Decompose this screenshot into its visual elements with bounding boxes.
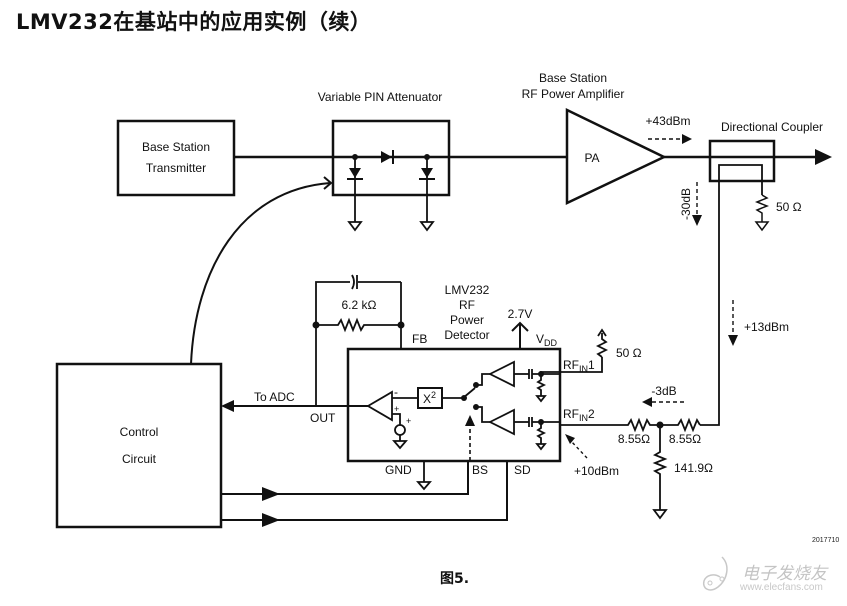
bs-pin-label: BS <box>472 463 488 477</box>
page-title: LMV232在基站中的应用实例（续） <box>16 10 372 34</box>
output-opamp <box>366 390 393 422</box>
coupled-line <box>700 300 720 426</box>
opamp-plus-label: + <box>394 404 399 414</box>
sd-pin-label: SD <box>514 463 531 477</box>
gnd-pin-label: GND <box>385 463 412 477</box>
coupler-termination-resistor <box>754 194 770 222</box>
sd-arrow <box>262 513 280 527</box>
feedback-resistor <box>316 317 401 333</box>
transmitter-block <box>116 119 236 197</box>
coupling-label: -30dB <box>679 188 693 220</box>
feedback-resistor-label: 6.2 kΩ <box>342 298 377 312</box>
control-block <box>55 362 223 529</box>
feedback-capacitor <box>351 274 355 290</box>
pad-ground-icon <box>652 509 668 520</box>
pa-label-2: RF Power Amplifier <box>522 87 625 101</box>
pad-loss-label: -3dB <box>651 384 676 398</box>
control-label-1: Control <box>120 425 159 439</box>
detector-input-arrow <box>570 440 588 459</box>
fb-pin-label: FB <box>412 332 427 346</box>
coupler-termination-label: 50 Ω <box>776 200 802 214</box>
watermark-logo-icon <box>702 556 728 591</box>
figure-caption: 图5. <box>440 571 470 587</box>
sd-line <box>221 461 508 521</box>
rfin2-pin-label: RFIN2 <box>563 407 595 423</box>
watermark: 电子发烧友 www.elecfans.com <box>700 555 845 600</box>
pa-symbol: PA <box>584 151 599 165</box>
to-adc-label: To ADC <box>254 390 295 404</box>
rfin2-buffer <box>487 408 515 436</box>
rfin1-pin-label: RFIN1 <box>563 358 595 374</box>
rfin1-termination-label: 50 Ω <box>616 346 642 360</box>
pad-shunt-resistor <box>652 425 668 510</box>
to-adc-arrow <box>221 400 234 412</box>
attenuator-control-line <box>190 182 331 365</box>
ground-icon <box>419 221 435 232</box>
detector-label-1: LMV232 <box>445 283 490 297</box>
figure-id: 2017710 <box>812 537 840 544</box>
feedback-cap-line <box>315 281 350 325</box>
pa-output-power: +43dBm <box>645 114 690 128</box>
bs-arrow <box>262 487 280 501</box>
reference-plus-label: + <box>406 416 411 426</box>
out-pin-label: OUT <box>310 411 336 425</box>
pad-series-1-label: 8.55Ω <box>618 432 650 446</box>
series-diode-icon <box>381 151 392 163</box>
coupler-ground-icon <box>754 221 770 232</box>
supply-label: 2.7V <box>508 307 533 321</box>
detector-input-label: +10dBm <box>574 464 619 478</box>
transmitter-label-2: Transmitter <box>146 161 206 175</box>
bs-line <box>221 461 469 495</box>
pad-series-resistor-1 <box>560 417 660 433</box>
pad-shunt-label: 141.9Ω <box>674 461 713 475</box>
squarer-label: X2 <box>423 390 436 406</box>
pa-triangle <box>565 108 667 205</box>
pad-series-resistor-2 <box>660 417 701 433</box>
detector-label-2: RF <box>459 298 475 312</box>
detector-label-4: Detector <box>444 328 489 342</box>
ground-icon <box>347 221 363 232</box>
control-label-2: Circuit <box>122 452 157 466</box>
rfin1-line <box>540 357 603 373</box>
reference-source <box>394 424 406 436</box>
detector-label-3: Power <box>450 313 484 327</box>
rfin1-buffer <box>487 360 515 388</box>
rfin1-termination-resistor <box>595 333 609 358</box>
transmitter-label-1: Base Station <box>142 140 210 154</box>
watermark-name: 电子发烧友 <box>742 564 827 584</box>
vdd-pin-label: VDD <box>536 332 558 348</box>
detector-chip <box>346 347 562 463</box>
shunt-diode-icon <box>349 168 361 178</box>
attenuator-label: Variable PIN Attenuator <box>318 90 443 104</box>
pad-series-2-label: 8.55Ω <box>669 432 701 446</box>
coupler-label: Directional Coupler <box>721 120 823 134</box>
shunt-diode-icon <box>421 168 433 178</box>
pa-label-1: Base Station <box>539 71 607 85</box>
rf-output-arrow <box>815 149 832 165</box>
coupler-block <box>708 139 776 183</box>
gnd-ground-icon <box>416 481 432 491</box>
opamp-minus-label: - <box>394 385 398 399</box>
coupler-coupled-path <box>718 164 763 300</box>
vdd-arrow-icon <box>511 321 529 332</box>
watermark-url: www.elecfans.com <box>740 582 823 593</box>
coupled-power-label: +13dBm <box>744 320 789 334</box>
